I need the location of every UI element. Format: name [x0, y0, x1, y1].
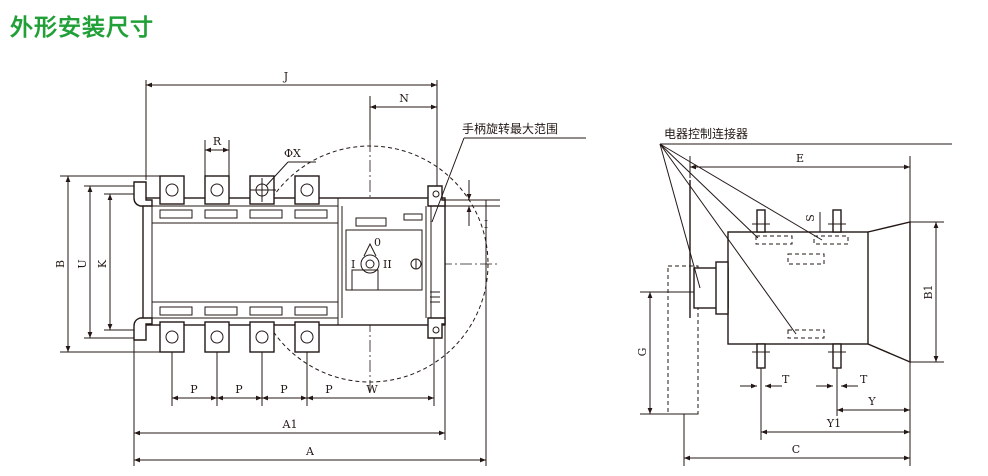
- dim-N: N: [399, 92, 409, 105]
- page-title: 外形安装尺寸: [10, 15, 154, 41]
- position-label-II: II: [383, 258, 392, 271]
- dim-phiX: ΦX: [284, 147, 301, 160]
- dim-W: W: [366, 383, 378, 396]
- dim-P3: P: [280, 383, 288, 396]
- dim-P4: P: [325, 383, 333, 396]
- terminal: [204, 175, 230, 205]
- dim-G: G: [636, 348, 649, 357]
- terminal: [159, 321, 185, 353]
- dim-B1: B1: [922, 284, 935, 299]
- handle-range-callout: 手柄旋转最大范围: [462, 121, 558, 136]
- dim-P2: P: [235, 383, 243, 396]
- dim-B: B: [54, 260, 67, 268]
- terminal: [159, 175, 185, 205]
- dim-J: J: [283, 70, 288, 83]
- dim-C: C: [792, 443, 800, 456]
- terminal: [294, 321, 320, 353]
- switch-body: [133, 181, 446, 341]
- terminal: [249, 321, 275, 353]
- dim-E: E: [796, 152, 804, 165]
- connector-callout: 电器控制连接器: [664, 126, 748, 141]
- dim-A1: A1: [282, 418, 298, 431]
- bottom-terminals: [159, 321, 320, 353]
- position-label-0: 0: [374, 236, 381, 249]
- dim-T1: T: [782, 373, 790, 386]
- side-body: [727, 231, 869, 345]
- top-terminals: [159, 175, 320, 205]
- dim-A: A: [305, 445, 315, 458]
- dim-Y1: Y1: [826, 417, 841, 430]
- dim-T2: T: [860, 373, 868, 386]
- side-view: 电器控制连接器 E S B1 G T T Y Y1: [636, 126, 952, 466]
- dim-S: S: [804, 214, 817, 222]
- position-label-I: I: [351, 258, 355, 271]
- dim-P1: P: [190, 383, 198, 396]
- dim-Y: Y: [867, 395, 876, 408]
- dim-K: K: [96, 259, 109, 268]
- terminal: [294, 175, 320, 205]
- terminal: [204, 321, 230, 353]
- dim-U: U: [76, 259, 89, 268]
- front-view: J N R ΦX 手柄旋转最大范围 I B U: [54, 70, 586, 466]
- dim-R: R: [213, 135, 222, 148]
